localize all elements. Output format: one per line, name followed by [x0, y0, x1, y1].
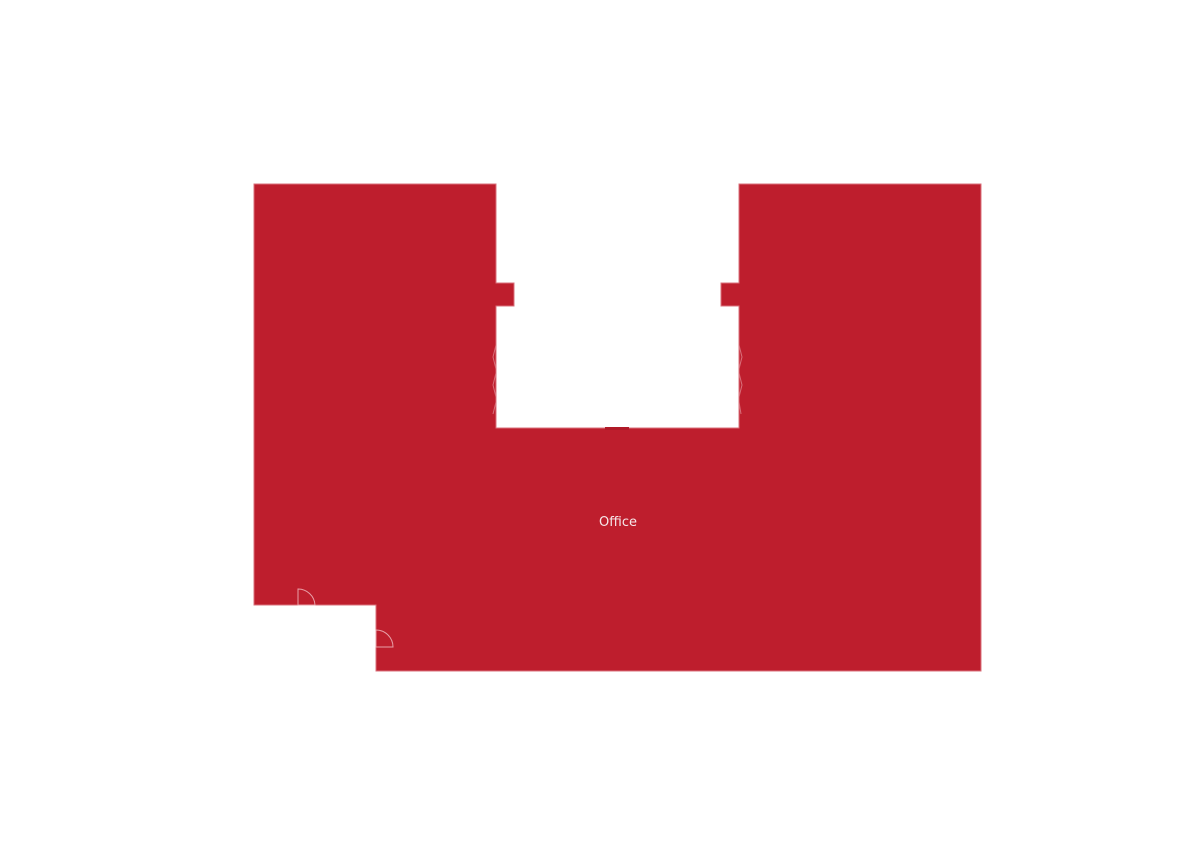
window-mark-left — [492, 344, 497, 415]
window-mark-right — [738, 344, 743, 415]
door-icon — [375, 629, 394, 648]
door-icon — [297, 588, 316, 606]
wall-segment-notch-bottom — [605, 427, 629, 430]
office-room-area[interactable] — [253, 183, 982, 672]
room-label-office: Office — [599, 515, 637, 530]
